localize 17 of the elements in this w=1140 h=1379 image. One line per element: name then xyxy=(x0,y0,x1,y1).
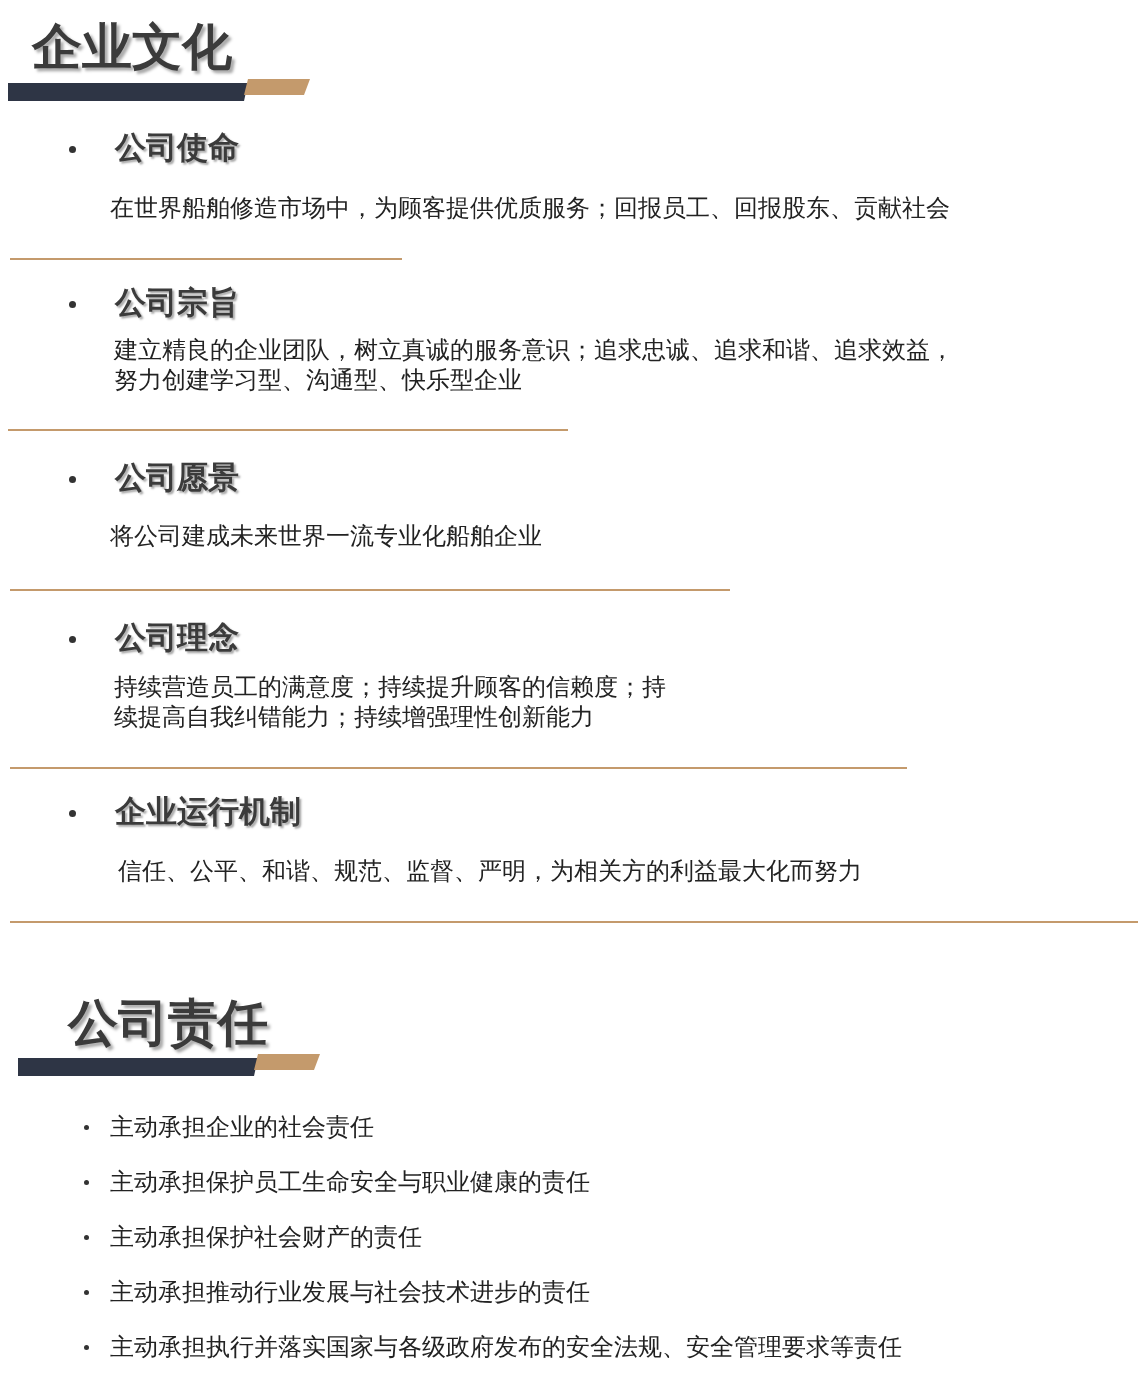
list-item: 主动承担保护员工生命安全与职业健康的责任 xyxy=(110,1167,590,1197)
section-title: 企业文化 xyxy=(32,17,232,78)
body-text: 将公司建成未来世界一流专业化船舶企业 xyxy=(110,521,543,551)
section-heading: 公司愿景 xyxy=(115,458,239,497)
list-item: 主动承担企业的社会责任 xyxy=(110,1112,374,1142)
body-text: 信任、公平、和谐、规范、监督、严明，为相关方的利益最大化而努力 xyxy=(118,856,863,886)
list-item: 主动承担推动行业发展与社会技术进步的责任 xyxy=(110,1277,590,1307)
body-text: 在世界船舶修造市场中，为顾客提供优质服务；回报员工、回报股东、贡献社会 xyxy=(110,193,951,223)
body-text: 建立精良的企业团队，树立真诚的服务意识；追求忠诚、追求和谐、追求效益，努力创建学习型、沟通型、快乐型企业 xyxy=(114,335,955,395)
section-heading: 企业运行机制 xyxy=(115,792,301,831)
list-item: 主动承担执行并落实国家与各级政府发布的安全法规、安全管理要求等责任 xyxy=(110,1332,902,1362)
section-title: 公司责任 xyxy=(68,993,268,1054)
section-heading: 公司宗旨 xyxy=(115,283,239,322)
section-heading: 公司使命 xyxy=(115,128,239,167)
body-text: 持续营造员工的满意度；持续提升顾客的信赖度；持续提高自我纠错能力；持续增强理性创新能力 xyxy=(114,672,667,732)
section-heading: 公司理念 xyxy=(115,618,239,657)
list-item: 主动承担保护社会财产的责任 xyxy=(110,1222,422,1252)
